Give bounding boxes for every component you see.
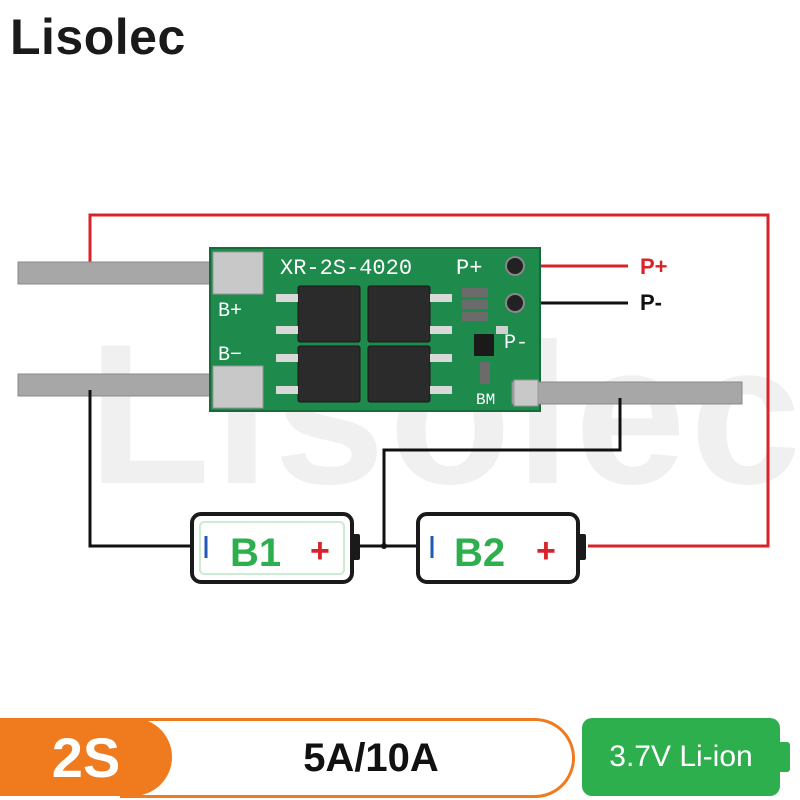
terminal-hole-p-minus: [505, 293, 525, 313]
mosfet-array: [297, 285, 431, 403]
junction-dot: [381, 543, 387, 549]
balance-wire-bm: [382, 398, 622, 546]
positive-wire: [88, 213, 770, 548]
silk-b-plus: B+: [218, 300, 242, 323]
pad-bm: [513, 379, 539, 407]
terminal-label-p-minus: P-: [640, 290, 662, 315]
silk-bm: BM: [476, 391, 495, 409]
battery-b1: B1 +: [190, 512, 360, 584]
bms-wiring-diagram: XR-2S-4020 P+ B+ B− P- BM P+ P- B1 + B2 …: [17, 213, 770, 584]
series-badge: 2S: [0, 718, 172, 796]
current-badge-frame: [120, 718, 575, 798]
silk-p-minus: P-: [504, 332, 528, 355]
chemistry-badge-cap: [780, 742, 790, 772]
smd-components: [462, 288, 508, 384]
battery-b2-label: B2: [454, 531, 505, 575]
silk-b-minus: B−: [218, 344, 242, 367]
mosfet-leads: [276, 294, 452, 394]
battery-b2-plus: +: [536, 532, 556, 570]
chemistry-badge: 3.7V Li-ion: [582, 718, 780, 796]
negative-wire-b1: [88, 390, 192, 548]
board-model-label: XR-2S-4020: [280, 256, 412, 281]
terminal-hole-p-plus: [505, 256, 525, 276]
current-rating: 5A/10A: [303, 735, 439, 780]
brand-logo-text: Lisolec: [10, 9, 186, 65]
battery-b1-label: B1: [230, 531, 281, 575]
battery-b2: B2 +: [416, 512, 586, 584]
pad-b-minus: [212, 365, 264, 409]
terminal-label-p-plus: P+: [640, 254, 668, 279]
spec-footer: 2S 5A/10A 3.7V Li-ion: [0, 712, 800, 800]
battery-b1-plus: +: [310, 532, 330, 570]
pad-b-plus: [212, 251, 264, 295]
nickel-strip-right: [511, 381, 743, 405]
silk-p-plus: P+: [456, 256, 482, 281]
